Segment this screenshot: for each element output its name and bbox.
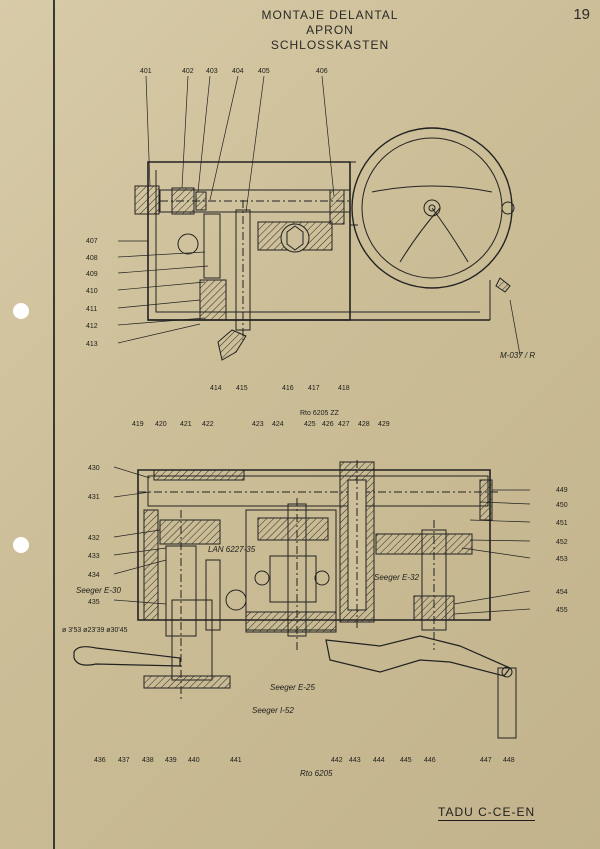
- callout-440: 440: [188, 757, 200, 764]
- bottom-view-assembly: [73, 460, 517, 739]
- callout-436: 436: [94, 757, 106, 764]
- callout-413: 413: [86, 341, 98, 348]
- page-number: 19: [573, 6, 590, 23]
- callout-405: 405: [258, 68, 270, 75]
- seeger-i52-label: Seeger I-52: [252, 706, 294, 715]
- callout-434: 434: [88, 572, 100, 579]
- binding-margin-rule: [53, 0, 55, 849]
- title-english: APRON: [306, 23, 354, 37]
- callout-452: 452: [556, 539, 568, 546]
- top-view-assembly: [134, 127, 515, 361]
- bearing-top-label: Rto 6205 ZZ: [300, 410, 340, 417]
- title-spanish: MONTAJE DELANTAL: [261, 8, 399, 22]
- callout-424: 424: [272, 421, 284, 428]
- callout-401: 401: [140, 68, 152, 75]
- callout-406: 406: [316, 68, 328, 75]
- callout-429: 429: [378, 421, 390, 428]
- callout-418: 418: [338, 385, 350, 392]
- callout-443: 443: [349, 757, 361, 764]
- callout-404: 404: [232, 68, 244, 75]
- callout-423: 423: [252, 421, 264, 428]
- callout-437: 437: [118, 757, 130, 764]
- callout-435: 435: [88, 599, 100, 606]
- callout-444: 444: [373, 757, 385, 764]
- callout-414: 414: [210, 385, 222, 392]
- callout-447: 447: [480, 757, 492, 764]
- seeger-e32-label: Seeger E-32: [374, 573, 419, 582]
- callout-402: 402: [182, 68, 194, 75]
- callout-446: 446: [424, 757, 436, 764]
- callout-431: 431: [88, 494, 100, 501]
- callout-430: 430: [88, 465, 100, 472]
- callout-417: 417: [308, 385, 320, 392]
- callout-449: 449: [556, 487, 568, 494]
- callout-409: 409: [86, 271, 98, 278]
- callout-422: 422: [202, 421, 214, 428]
- callout-leaders: [113, 75, 531, 615]
- callout-455: 455: [556, 607, 568, 614]
- callout-439: 439: [165, 757, 177, 764]
- callout-427: 427: [338, 421, 350, 428]
- seeger-e30-label: Seeger E-30: [76, 586, 121, 595]
- callout-426: 426: [322, 421, 334, 428]
- callout-433: 433: [88, 553, 100, 560]
- callout-416: 416: [282, 385, 294, 392]
- callout-408: 408: [86, 255, 98, 262]
- callout-419: 419: [132, 421, 144, 428]
- drawing-reference: TADU C-CE-EN: [438, 805, 536, 821]
- callout-421: 421: [180, 421, 192, 428]
- callout-425: 425: [304, 421, 316, 428]
- bearing-bottom-label: Rto 6205: [300, 769, 333, 778]
- callout-412: 412: [86, 323, 98, 330]
- bearing-mid-label: LAN 6227-35: [208, 545, 256, 554]
- callout-441: 441: [230, 757, 242, 764]
- callout-415: 415: [236, 385, 248, 392]
- title-german: SCHLOSSKASTEN: [270, 38, 390, 52]
- callout-442: 442: [331, 757, 343, 764]
- callout-410: 410: [86, 288, 98, 295]
- callout-407: 407: [86, 238, 98, 245]
- part-ref-m037: M-037 / R: [500, 351, 535, 360]
- callout-403: 403: [206, 68, 218, 75]
- callout-438: 438: [142, 757, 154, 764]
- callout-451: 451: [556, 520, 568, 527]
- callout-453: 453: [556, 556, 568, 563]
- callout-411: 411: [86, 306, 97, 313]
- callout-454: 454: [556, 589, 568, 596]
- callout-450: 450: [556, 502, 568, 509]
- callout-432: 432: [88, 535, 100, 542]
- callout-428: 428: [358, 421, 370, 428]
- punch-hole-top: [13, 303, 29, 319]
- callout-448: 448: [503, 757, 515, 764]
- callout-445: 445: [400, 757, 412, 764]
- callout-420: 420: [155, 421, 167, 428]
- seeger-e25-label: Seeger E-25: [270, 683, 315, 692]
- punch-hole-bottom: [13, 537, 29, 553]
- diameter-dims-label: ø 3'53 ø23'39 ø30'45: [62, 627, 128, 634]
